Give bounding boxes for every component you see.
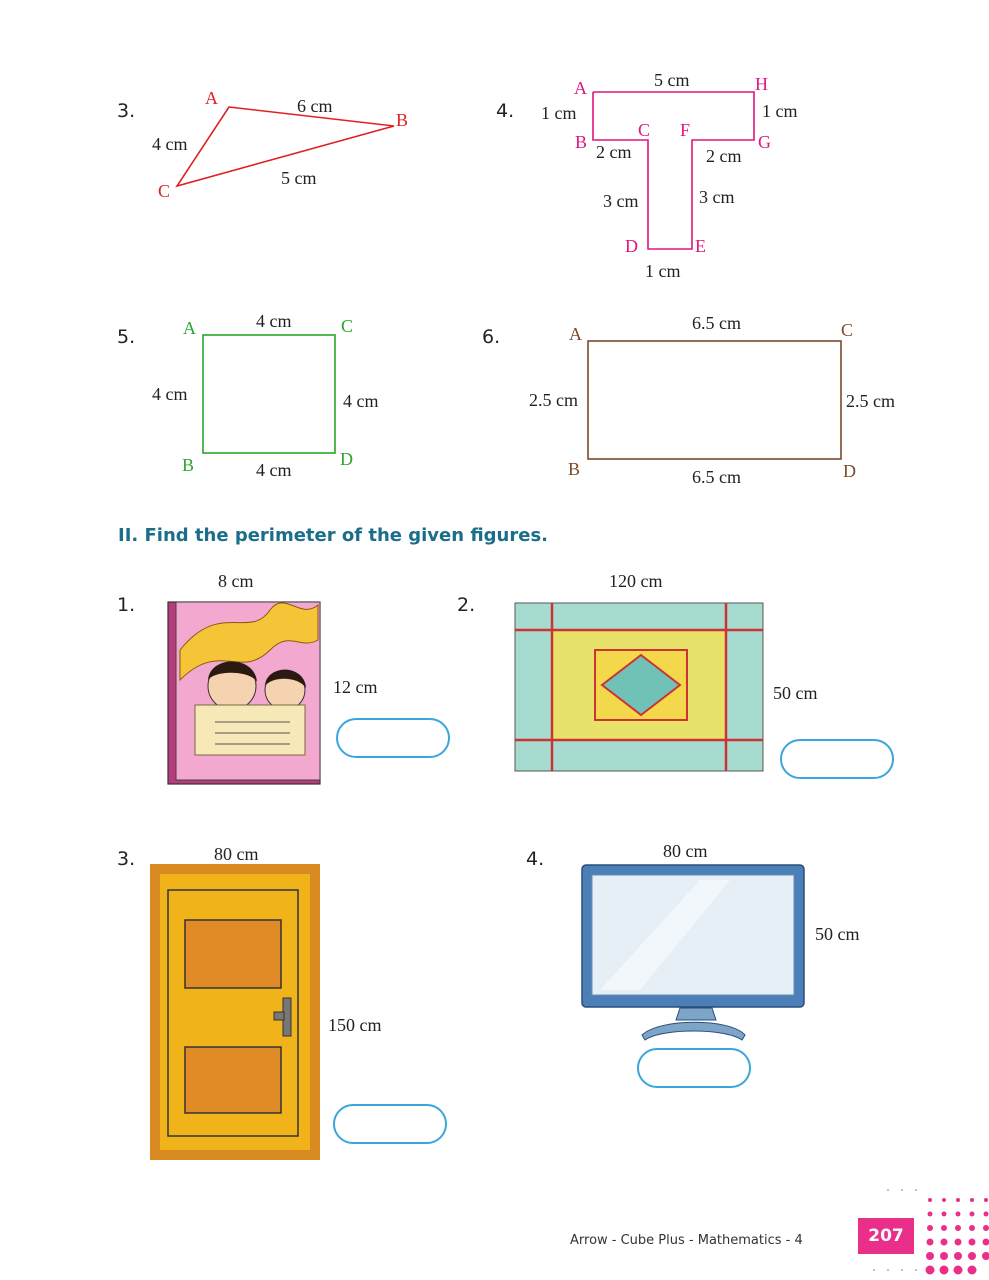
question-number: 2. xyxy=(457,594,476,616)
side-length: 6.5 cm xyxy=(692,467,741,487)
height-label: 50 cm xyxy=(815,924,860,944)
answer-input-box[interactable] xyxy=(780,739,894,779)
door-picture xyxy=(150,864,320,1160)
side-length: 4 cm xyxy=(256,460,292,480)
tile-picture xyxy=(514,602,764,772)
vertex-label: A xyxy=(183,318,196,338)
question-number: 3. xyxy=(117,100,136,122)
vertex-label: A xyxy=(205,88,218,108)
side-length: 2.5 cm xyxy=(846,391,895,411)
side-length: 2 cm xyxy=(706,146,742,166)
book-picture xyxy=(167,601,321,785)
side-length: 4 cm xyxy=(343,391,379,411)
question-number: 1. xyxy=(117,594,136,616)
question-number: 4. xyxy=(496,100,515,122)
side-length: 4 cm xyxy=(256,311,292,331)
side-length: 1 cm xyxy=(541,103,577,123)
width-label: 8 cm xyxy=(218,571,254,591)
vertex-label: A xyxy=(569,324,582,344)
vertex-label: B xyxy=(182,455,195,475)
side-length: 1 cm xyxy=(762,101,798,121)
answer-input-box[interactable] xyxy=(336,718,450,758)
triangle-abc xyxy=(175,106,395,188)
square-abcd xyxy=(202,334,336,454)
side-length: 2 cm xyxy=(596,142,632,162)
side-length: 2.5 cm xyxy=(529,390,578,410)
side-length: 4 cm xyxy=(152,384,188,404)
side-length: 3 cm xyxy=(699,187,735,207)
vertex-label: D xyxy=(625,236,638,256)
vertex-label: C xyxy=(158,181,171,201)
question-number: 4. xyxy=(526,848,545,870)
vertex-label: C xyxy=(638,120,651,140)
side-length: 4 cm xyxy=(152,134,188,154)
footer-book-title: Arrow - Cube Plus - Mathematics - 4 xyxy=(570,1233,803,1248)
question-number: 3. xyxy=(117,848,136,870)
side-length: 1 cm xyxy=(645,261,681,281)
side-length: 3 cm xyxy=(603,191,639,211)
height-label: 150 cm xyxy=(328,1015,382,1035)
vertex-label: E xyxy=(695,236,706,256)
answer-input-box[interactable] xyxy=(637,1048,751,1088)
width-label: 120 cm xyxy=(609,571,663,591)
t-shape xyxy=(592,91,755,250)
width-label: 80 cm xyxy=(214,844,259,864)
section-heading: II. Find the perimeter of the given figu… xyxy=(118,525,548,546)
vertex-label: F xyxy=(680,120,691,140)
question-number: 5. xyxy=(117,326,136,348)
side-length: 5 cm xyxy=(654,70,690,90)
height-label: 12 cm xyxy=(333,677,378,697)
vertex-label: D xyxy=(340,449,353,469)
vertex-label: B xyxy=(575,132,588,152)
height-label: 50 cm xyxy=(773,683,818,703)
monitor-picture xyxy=(581,864,805,1041)
answer-input-box[interactable] xyxy=(333,1104,447,1144)
side-length: 5 cm xyxy=(281,168,317,188)
vertex-label: B xyxy=(568,459,581,479)
rectangle-abcd xyxy=(587,340,842,460)
side-length: 6.5 cm xyxy=(692,313,741,333)
vertex-label: G xyxy=(758,132,771,152)
page-number: 207 xyxy=(858,1218,914,1254)
vertex-label: B xyxy=(396,110,409,130)
vertex-label: H xyxy=(755,74,768,94)
vertex-label: C xyxy=(341,316,354,336)
question-number: 6. xyxy=(482,326,501,348)
vertex-label: C xyxy=(841,320,854,340)
vertex-label: D xyxy=(843,461,856,481)
width-label: 80 cm xyxy=(663,841,708,861)
side-length: 6 cm xyxy=(297,96,333,116)
vertex-label: A xyxy=(574,78,587,98)
